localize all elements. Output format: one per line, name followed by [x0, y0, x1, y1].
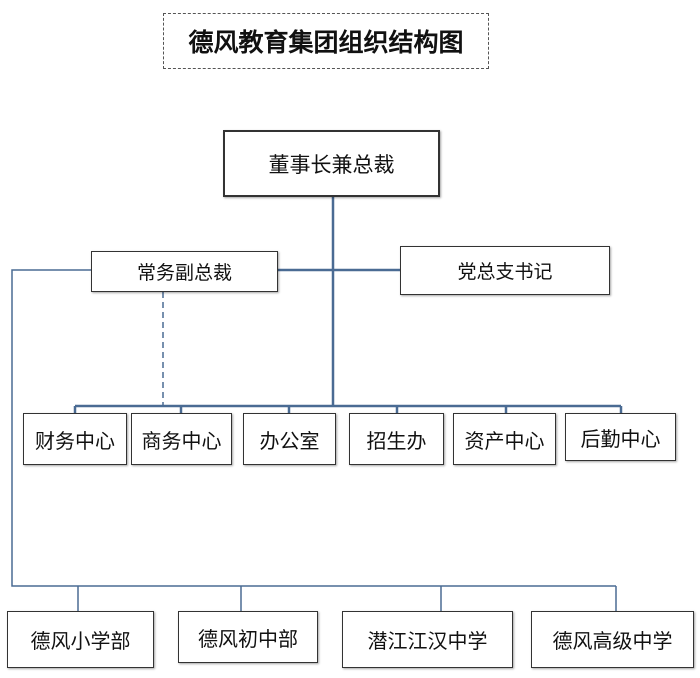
school-box-junior: 德风初中部: [178, 611, 318, 663]
dept-box-assets: 资产中心: [453, 413, 556, 465]
schools-feed-line: [11, 269, 616, 587]
dept-box-finance: 财务中心: [23, 413, 127, 465]
dept-box-office: 办公室: [243, 413, 336, 465]
dept-box-logistics: 后勤中心: [565, 413, 676, 461]
chairman-box: 董事长兼总裁: [223, 130, 440, 197]
school-box-primary: 德风小学部: [7, 611, 154, 668]
party-secretary-box: 党总支书记: [400, 246, 610, 295]
school-box-jianghan: 潜江江汉中学: [342, 611, 513, 668]
school-box-senior: 德风高级中学: [531, 611, 694, 668]
vice-president-box: 常务副总裁: [91, 251, 278, 292]
dept-box-admissions: 招生办: [349, 413, 444, 465]
dept-box-commerce: 商务中心: [131, 413, 232, 465]
chart-title: 德风教育集团组织结构图: [163, 13, 489, 69]
